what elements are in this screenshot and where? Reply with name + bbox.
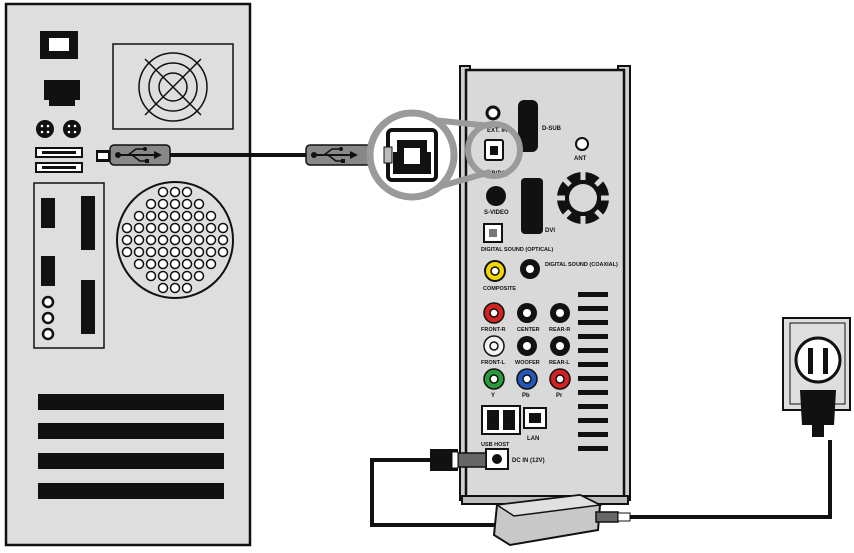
fan-grille-icon [112,43,234,130]
drive-bay-4 [38,483,224,499]
usb-trident-icon [115,147,162,163]
digital-optical-label: DIGITAL SOUND (OPTICAL) [481,247,553,253]
component-pb-label: Pb [522,393,530,399]
dvi-label: DVI [545,228,555,234]
d-sub-port [518,100,538,152]
drive-bay-3 [38,453,224,469]
usb-cable [96,144,389,166]
usb-host-label: USB HOST [481,442,510,448]
front-r-label: FRONT-R [481,327,505,333]
usb-port-highlight [366,109,523,201]
media-player-device: EXT. IR D-SUB ANT USB(PC) S-VIDEO DVI [459,65,631,505]
wall-outlet [782,317,851,437]
composite-label: COMPOSITE [483,286,516,292]
component-y-label: Y [491,393,495,399]
lan-label: LAN [527,436,539,442]
rear-r-label: REAR-R [549,327,570,333]
digital-coaxial-label: DIGITAL SOUND (COAXIAL) [545,262,618,268]
usb-trident-icon [311,147,358,163]
power-adapter [370,440,832,547]
ps2-port-1 [36,120,54,138]
ext-ir-label: EXT. IR [487,128,508,134]
pc-vent-grille [116,181,234,299]
center-label: CENTER [517,327,540,333]
ps2-port-2 [63,120,81,138]
pc-power-socket [44,80,80,106]
power-plug-icon [800,348,836,437]
front-l-label: FRONT-L [481,360,505,366]
component-pr-label: Pr [556,393,563,399]
device-vent-slots [578,292,608,451]
woofer-label: WOOFER [515,360,540,366]
ext-ir-jack [485,105,501,121]
dc-in-label: DC IN (12V) [512,458,545,464]
d-sub-label: D-SUB [542,126,562,132]
s-video-label: S-VIDEO [484,210,509,216]
ant-label: ANT [574,156,587,162]
drive-bay-1 [38,394,224,410]
ant-port [575,137,589,151]
rear-l-label: REAR-L [549,360,570,366]
dvi-port [521,178,543,234]
s-video-port [486,186,506,206]
pc-tower [4,2,252,547]
usb-a-plug [109,144,171,166]
drive-bay-2 [38,423,224,439]
device-fan-icon [555,170,611,226]
